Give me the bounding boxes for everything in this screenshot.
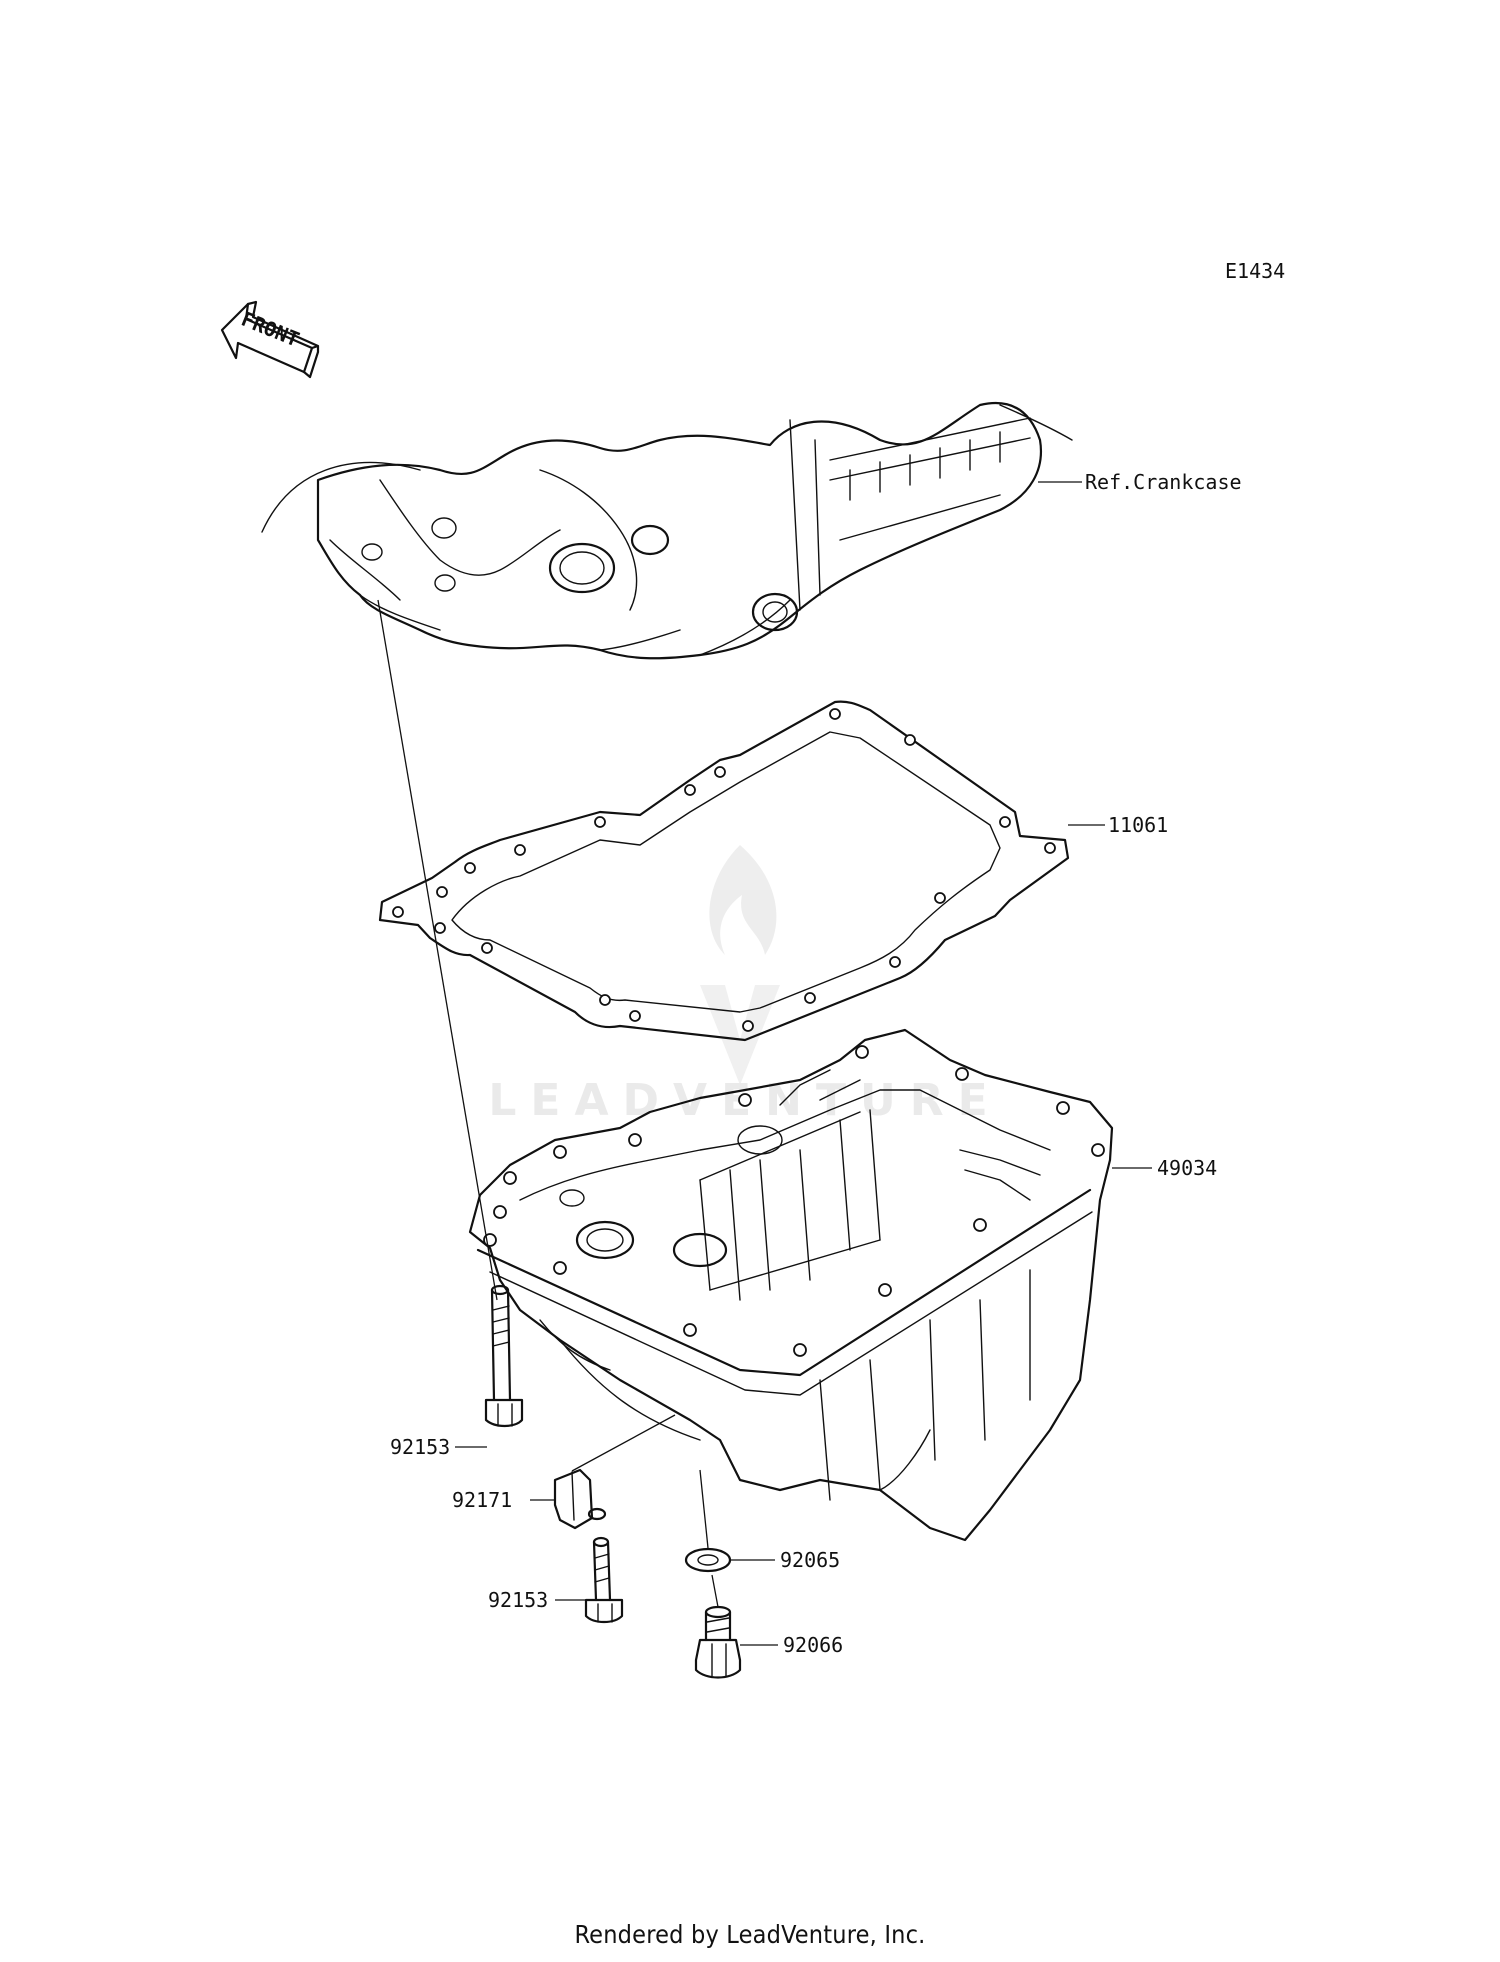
bolt-upper xyxy=(484,1284,524,1428)
oil-pan-gasket xyxy=(378,700,1070,1042)
diagram-code: E1434 xyxy=(1225,259,1285,283)
callout-clamp: 92171 xyxy=(452,1488,512,1512)
clamp xyxy=(553,1468,607,1530)
watermark: LEADVENTURE xyxy=(488,845,1001,1126)
crankcase xyxy=(261,401,1073,660)
front-arrow-icon: FRONT xyxy=(220,300,320,379)
leader-lines xyxy=(377,481,1152,1646)
washer xyxy=(684,1547,732,1573)
callout-gasket: 11061 xyxy=(1108,813,1168,837)
callout-washer: 92065 xyxy=(780,1548,840,1572)
callout-drain-plug: 92066 xyxy=(783,1633,843,1657)
callout-crankcase: Ref.Crankcase xyxy=(1085,470,1242,494)
watermark-text: LEADVENTURE xyxy=(488,1075,1001,1126)
bolt-lower xyxy=(584,1536,624,1624)
oil-pan xyxy=(468,1028,1114,1542)
drain-plug xyxy=(694,1605,742,1679)
footer-credit: Rendered by LeadVenture, Inc. xyxy=(574,1920,926,1949)
callout-oil-pan: 49034 xyxy=(1157,1156,1217,1180)
callout-bolt-upper: 92153 xyxy=(390,1435,450,1459)
front-arrow-label: FRONT xyxy=(238,307,303,352)
callout-bolt-lower: 92153 xyxy=(488,1588,548,1612)
